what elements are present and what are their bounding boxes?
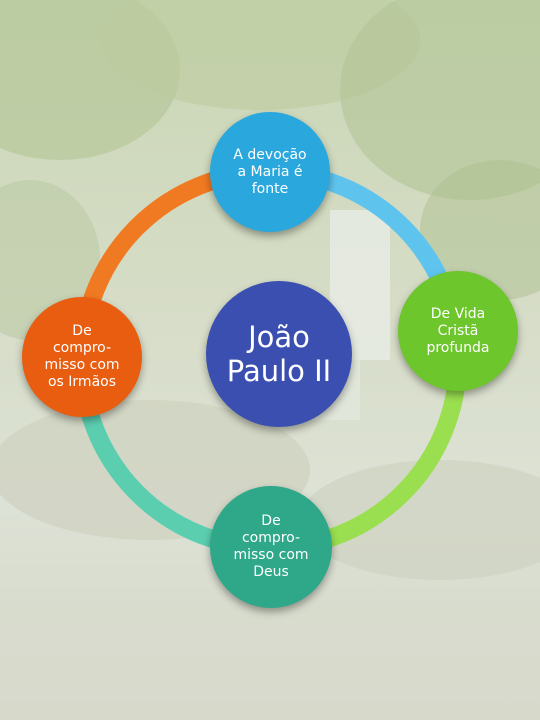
node-compromisso-irmaos-label: De compro- misso com os Irmãos xyxy=(44,323,120,390)
node-vida-crista-label: De Vida Cristã profunda xyxy=(426,305,490,356)
node-compromisso-deus-label: De compro- misso com Deus xyxy=(233,513,309,580)
node-center-joao-paulo: João Paulo II xyxy=(206,281,352,427)
node-vida-crista: De Vida Cristã profunda xyxy=(398,271,518,391)
node-center-label: João Paulo II xyxy=(226,320,332,388)
node-devocao-maria: A devoção a Maria é fonte xyxy=(210,112,330,232)
node-devocao-maria-label: A devoção a Maria é fonte xyxy=(233,146,307,197)
node-compromisso-deus: De compro- misso com Deus xyxy=(210,486,332,608)
node-compromisso-irmaos: De compro- misso com os Irmãos xyxy=(22,297,142,417)
